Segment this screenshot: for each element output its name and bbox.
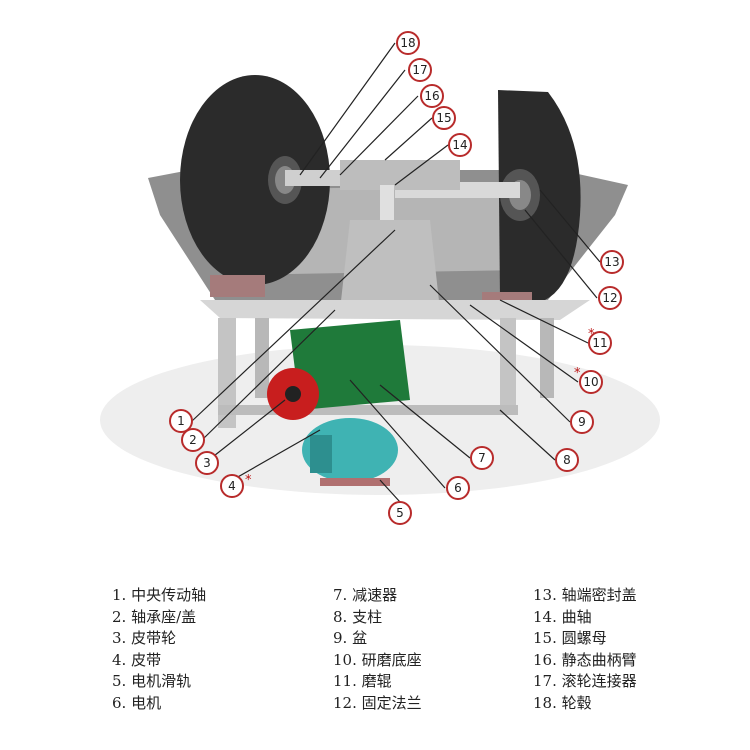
callout-15: 15 [432, 106, 456, 130]
legend-item: 9. 盆 [333, 629, 368, 647]
legend-item: 1. 中央传动轴 [112, 586, 207, 604]
reducer [290, 320, 410, 410]
svg-text:13: 13 [604, 255, 619, 269]
svg-text:8: 8 [563, 453, 571, 467]
support-pillar-4 [540, 318, 554, 398]
ground-shadow [100, 345, 660, 495]
legend-item: 15. 圆螺母 [533, 629, 607, 647]
legend-item: 7. 减速器 [333, 586, 398, 604]
callout-8: 8 [555, 448, 579, 472]
motor-fan [310, 435, 332, 473]
legend-item: 12. 固定法兰 [333, 693, 422, 712]
callout-12: 12 [598, 286, 622, 310]
motor-slide-rail [320, 478, 390, 486]
legend-column-2: 7. 减速器 8. 支柱 9. 盆 10. 研磨底座 11. 磨辊 12. 固定… [333, 585, 422, 714]
legend-item: 18. 轮毂 [533, 693, 592, 712]
legend-item: 11. 磨辊 [333, 672, 392, 690]
support-pillar-1 [218, 318, 236, 428]
callout-3: 3 [195, 451, 219, 475]
svg-text:2: 2 [189, 433, 197, 447]
legend-column-1: 1. 中央传动轴 2. 轴承座/盖 3. 皮带轮 4. 皮带 5. 电机滑轨 6… [112, 585, 206, 714]
vertical-shaft [380, 185, 394, 225]
callout-10: * 10 [574, 366, 603, 394]
svg-text:3: 3 [203, 456, 211, 470]
svg-text:14: 14 [452, 138, 467, 152]
left-grinding-wheel [180, 75, 330, 285]
legend-item: 2. 轴承座/盖 [112, 607, 197, 626]
svg-text:4: 4 [228, 479, 236, 493]
svg-text:*: * [588, 327, 595, 342]
callout-13: 13 [600, 250, 624, 274]
legend-item: 8. 支柱 [333, 607, 383, 626]
legend-item: 16. 静态曲柄臂 [533, 650, 637, 669]
callout-7: 7 [470, 446, 494, 470]
legend-item: 6. 电机 [112, 693, 162, 712]
svg-text:17: 17 [412, 63, 427, 77]
callout-18: 18 [396, 31, 420, 55]
legend-item: 17. 滚轮连接器 [533, 672, 637, 690]
callout-14: 14 [448, 133, 472, 157]
callout-5: 5 [388, 501, 412, 525]
svg-text:*: * [574, 366, 581, 381]
svg-text:16: 16 [424, 89, 439, 103]
callout-9: 9 [570, 410, 594, 434]
callout-6: 6 [446, 476, 470, 500]
legend-item: 5. 电机滑轨 [112, 672, 192, 690]
svg-text:18: 18 [400, 36, 415, 50]
callout-4: 4 * [220, 473, 252, 498]
callout-2: 2 [181, 428, 205, 452]
svg-text:12: 12 [602, 291, 617, 305]
leader-lines [191, 42, 601, 503]
central-hub [340, 160, 460, 190]
grinding-base [200, 300, 590, 320]
svg-text:15: 15 [436, 111, 451, 125]
pulley-hub [285, 386, 301, 402]
svg-text:11: 11 [592, 336, 607, 350]
callout-1: 1 [169, 409, 193, 433]
legend-item: 3. 皮带轮 [112, 629, 177, 647]
support-pillar-3 [500, 318, 516, 413]
grinding-mill-diagram: 18 17 16 15 14 13 12 * 11 * 10 9 8 [100, 31, 660, 525]
legend-item: 4. 皮带 [112, 650, 162, 669]
svg-text:1: 1 [177, 414, 185, 428]
svg-text:10: 10 [583, 375, 598, 389]
callout-17: 17 [408, 58, 432, 82]
callout-16: 16 [420, 84, 444, 108]
svg-text:6: 6 [454, 481, 462, 495]
legend-item: 10. 研磨底座 [333, 650, 422, 669]
central-column [340, 220, 440, 310]
scraper-left [210, 275, 265, 297]
legend-item: 14. 曲轴 [533, 607, 592, 626]
callout-11: * 11 [588, 327, 612, 355]
svg-text:9: 9 [578, 415, 586, 429]
legend-item: 13. 轴端密封盖 [533, 586, 637, 604]
legend-column-3: 13. 轴端密封盖 14. 曲轴 15. 圆螺母 16. 静态曲柄臂 17. 滚… [533, 585, 637, 714]
svg-text:*: * [245, 473, 252, 488]
svg-text:5: 5 [396, 506, 404, 520]
frame-rail [218, 405, 518, 415]
svg-text:7: 7 [478, 451, 486, 465]
